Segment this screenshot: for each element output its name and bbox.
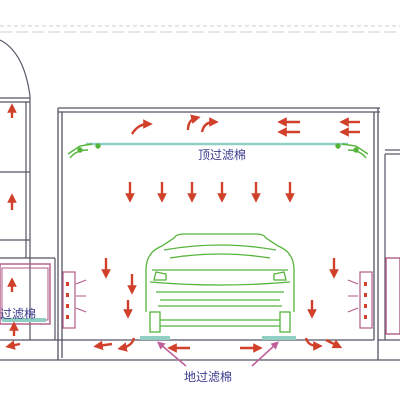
floor-filter-pads [140, 336, 296, 340]
top-filter-label: 顶过滤棉 [198, 148, 247, 162]
floor-arrow-5 [304, 337, 323, 351]
ceiling-arrow-1 [130, 119, 153, 135]
left-filter-label: 过滤棉 [0, 307, 37, 321]
ceiling-arrow-3 [200, 117, 219, 133]
ceiling-arrow-2 [186, 114, 201, 131]
left-wall-grille [62, 271, 76, 329]
airflow-arrows [5, 103, 360, 353]
left-floor-arrow [5, 340, 21, 350]
top-filter-left-bracket [67, 143, 101, 159]
floor-arrow-1 [93, 340, 113, 351]
top-filter-right-bracket [335, 143, 369, 159]
floor-filter-pointers [156, 341, 279, 367]
right-side-unit [378, 149, 400, 341]
grille-radiating-lines [75, 279, 359, 313]
floor-arrow-2 [117, 337, 136, 352]
left-filter-strip [2, 318, 46, 322]
right-panel [385, 257, 400, 335]
booth-frame [0, 107, 400, 361]
car-outline [145, 233, 295, 333]
floor-arrow-6 [325, 338, 343, 349]
top-guide-lines [0, 25, 400, 33]
left-air-supply-unit [0, 39, 56, 340]
right-wall-grille [359, 271, 373, 329]
floor-filter-label: 地过滤棉 [184, 370, 233, 384]
